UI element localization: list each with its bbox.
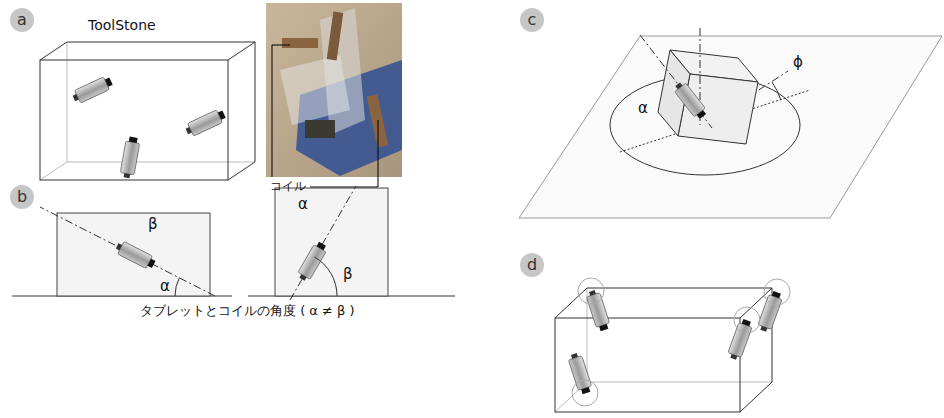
panel-letter-text: b	[17, 189, 27, 205]
figure-label: β	[148, 216, 158, 233]
panel-letter: a	[10, 8, 34, 32]
figure-label: ϕ	[793, 54, 803, 71]
figure-label: β	[343, 266, 353, 283]
panel-letter-text: d	[527, 257, 537, 273]
photo	[266, 3, 402, 187]
panel-letter-text: c	[528, 12, 537, 28]
figure-label: α	[160, 278, 170, 295]
panel-letter: b	[10, 185, 34, 209]
rotation-figure	[519, 28, 942, 218]
coil-symbol	[71, 75, 227, 179]
figure-label: タブレットとコイルの角度 ( α ≠ β )	[140, 304, 355, 318]
figure-label: ToolStone	[88, 18, 156, 33]
toolstone-box	[40, 42, 255, 180]
panel-letter-text: a	[17, 12, 27, 28]
panel-letter: c	[520, 8, 544, 32]
figure-label: α	[638, 100, 648, 117]
angle-figure	[12, 186, 455, 300]
coil-box	[555, 278, 790, 412]
figure-label: α	[298, 196, 308, 213]
panel-letter: d	[520, 253, 544, 277]
figure-label: コイル	[270, 180, 306, 193]
